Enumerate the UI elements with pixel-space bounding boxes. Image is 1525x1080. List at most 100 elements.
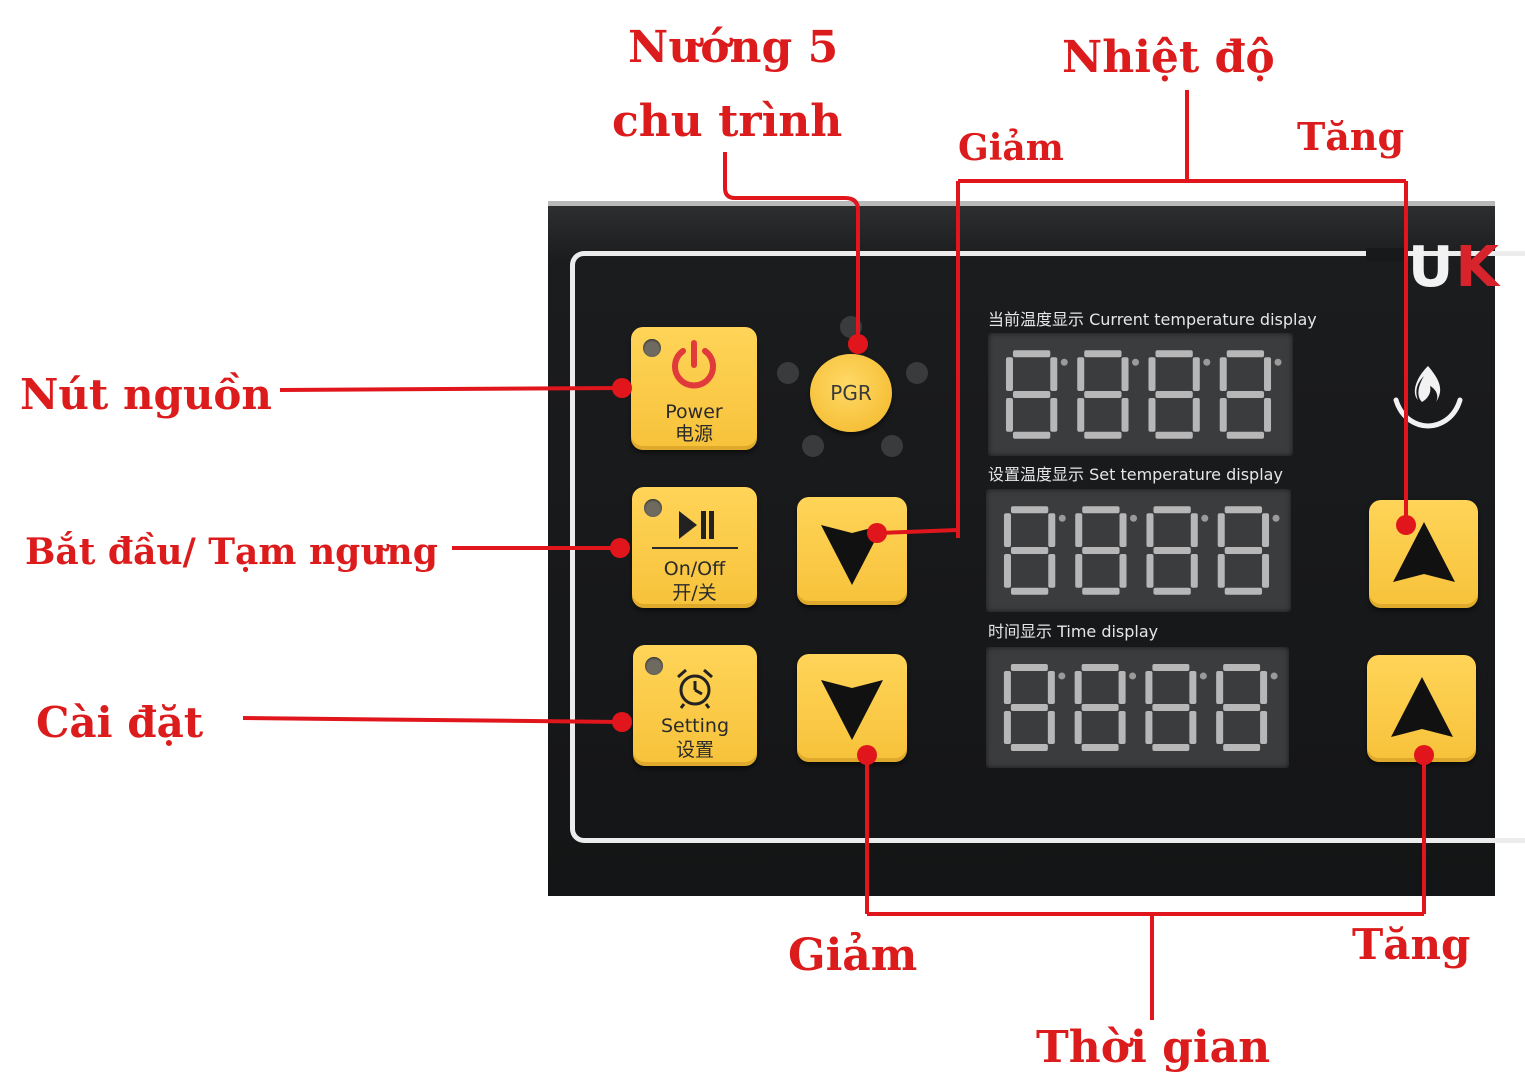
digit-segment [1145,711,1153,745]
seven-seg-readout [1003,506,1280,595]
digit-segment [1084,431,1122,439]
up-arrow-icon [1393,522,1455,582]
annotation-temperature: Nhiệt độ [1062,32,1275,83]
digit-segment [1264,357,1272,391]
digit-segment [1216,670,1224,704]
digit-segment [1217,554,1225,588]
set-temp-label: 设置温度显示 Set temperature display [988,465,1283,484]
time-display [986,647,1289,768]
digit-segment [1146,554,1154,588]
seven-seg-readout [1005,350,1282,439]
time-label: 时间显示 Time display [988,622,1159,641]
power-icon [672,340,716,389]
digit-segment [1262,554,1270,588]
digit-segment [1081,744,1119,752]
digit-segment [1003,711,1011,745]
program-led [840,316,862,338]
digit-dot [1060,358,1068,366]
digit-segment [1224,547,1263,554]
digit-segment [1223,704,1261,711]
temp-decrease-button[interactable] [797,497,907,605]
digit-segment [1003,670,1011,704]
digit-segment [1084,350,1122,358]
digit-dot [1274,358,1282,366]
digit-dot [1199,672,1207,680]
annotation-time-increase: Tăng [1352,920,1471,969]
annotation-temp-decrease: Giảm [958,127,1064,169]
digit-segment [1152,744,1190,752]
current-temp-display [988,333,1293,456]
digit-segment [1121,398,1129,432]
digit-segment [1050,398,1058,432]
digit-segment [1075,554,1083,588]
digit-segment [1118,670,1126,704]
current-temp-label: 当前温度显示 Current temperature display [988,310,1317,329]
digit-segment [1155,391,1193,398]
digit-dot [1203,358,1211,366]
alarm-clock-icon [677,668,713,709]
digit-segment [1010,663,1048,671]
digit-segment [1005,398,1013,432]
digit-segment [1010,547,1049,554]
time-increase-button[interactable] [1367,655,1476,762]
digit-segment [1192,398,1200,432]
digit-segment [1260,670,1268,704]
annotation-time: Thời gian [1036,1022,1271,1073]
annotation-program-line2: chu trình [612,96,843,147]
digit-segment [1074,670,1082,704]
digit-segment [1192,357,1200,391]
start-pause-label-en: On/Off [663,558,726,580]
digit-segment [1262,513,1270,547]
digit-dot [1132,358,1140,366]
digit-segment [1077,398,1085,432]
digit-segment [1223,744,1261,752]
key-divider [652,547,738,549]
annotation-time-decrease: Giảm [788,930,918,981]
power-button[interactable]: Power 电源 [631,327,757,450]
annotation-temp-increase: Tăng [1297,114,1405,159]
digit-segment [1153,587,1191,595]
set-temp-display [986,489,1291,612]
digit-segment [1082,547,1120,554]
digit-segment [1047,711,1055,745]
digit-segment [1153,547,1191,554]
annotation-start-pause: Bắt đầu/ Tạm ngưng [25,531,438,573]
annotation-program-line1: Nướng 5 [628,22,839,73]
digit-segment [1190,554,1198,588]
frame-gap [1366,248,1406,262]
time-decrease-button[interactable] [797,654,907,762]
digit-segment [1190,513,1198,547]
program-led [906,362,928,384]
digit-segment [1005,357,1013,391]
digit-dot [1272,514,1280,522]
pgr-button[interactable]: PGR [810,354,892,432]
digit-segment [1012,431,1051,439]
digit-segment [1010,587,1049,595]
digit-segment [1226,350,1265,358]
flame-icon [1393,366,1463,429]
power-led [643,339,661,357]
program-led [802,435,824,457]
digit-segment [1119,513,1127,547]
temp-increase-button[interactable] [1369,500,1478,608]
digit-segment [1003,513,1011,547]
digit-segment [1084,391,1122,398]
digit-segment [1047,670,1055,704]
digit-segment [1155,350,1193,358]
down-arrow-icon [821,680,883,740]
digit-segment [1048,554,1056,588]
digit-segment [1010,744,1048,752]
down-arrow-icon [821,525,883,585]
digit-segment [1148,398,1156,432]
digit-segment [1082,587,1120,595]
digit-segment [1226,391,1265,398]
digit-segment [1077,357,1085,391]
digit-segment [1075,513,1083,547]
setting-label-cn: 设置 [675,739,714,761]
setting-button[interactable]: Setting 设置 [633,645,757,766]
digit-segment [1082,506,1120,514]
annotation-power: Nút nguồn [20,370,272,419]
start-pause-button[interactable]: On/Off 开/关 [632,487,757,608]
digit-segment [1226,431,1265,439]
digit-dot [1129,672,1137,680]
